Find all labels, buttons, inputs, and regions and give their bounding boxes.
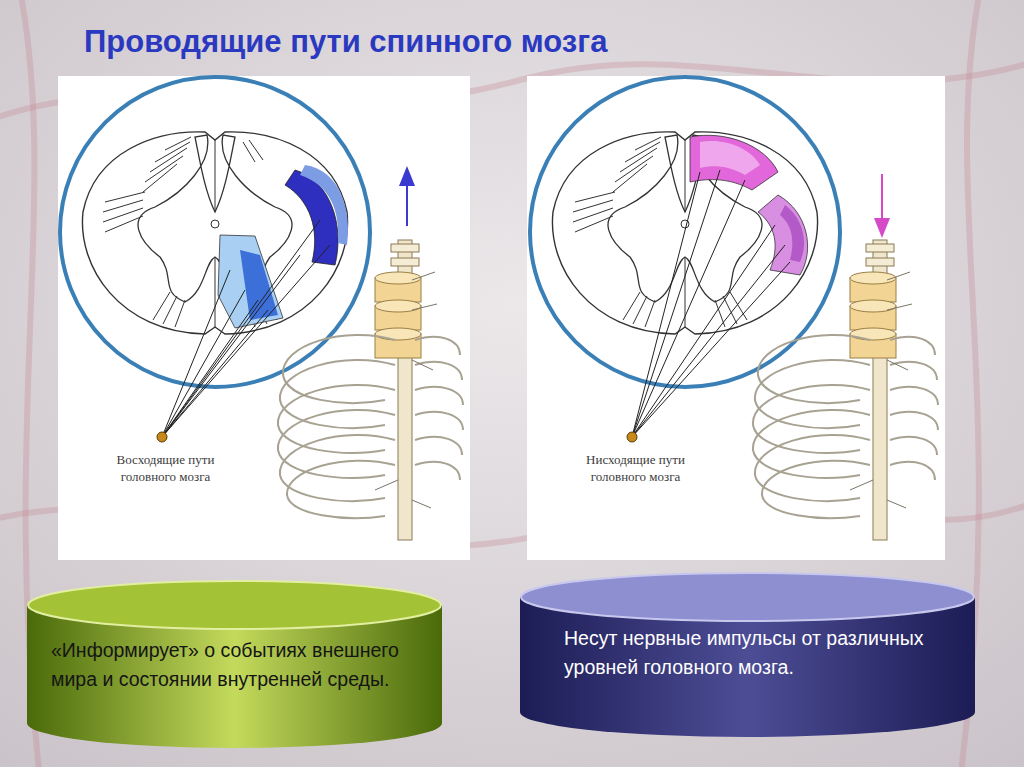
right-panel: [527, 76, 945, 560]
illustration-part: [690, 135, 778, 190]
illustration-part: [162, 220, 330, 437]
cylinder-shape: [27, 580, 442, 748]
text-area: Несут нервные импульсы от различных уров…: [520, 572, 975, 683]
illustration-part: [60, 77, 370, 387]
cylinder-top: [521, 573, 974, 621]
text-area: «Информирует» о событиях внешнего мира и…: [27, 580, 442, 695]
illustration-part: [300, 165, 348, 245]
illustration-part: [700, 141, 760, 175]
node-text: «Информирует» о событиях внешнего мира и…: [51, 636, 418, 695]
illustration-part: [406, 176, 408, 226]
illustration-part: [278, 240, 463, 540]
illustration-part: [218, 235, 283, 328]
left-panel: [58, 76, 470, 560]
fibre-lines: [162, 220, 330, 437]
node-text: Несут нервные импульсы от различных уров…: [564, 624, 935, 683]
illustration-part: [780, 205, 804, 262]
illustration-part: [632, 170, 790, 437]
cylinder-top: [28, 581, 441, 629]
figure-caption: Восходящие пути головного мозга: [88, 452, 243, 486]
cylinder-box: Несут нервные импульсы от различных уров…: [520, 572, 975, 737]
illustration-part: [157, 432, 167, 442]
illustration-part: [627, 432, 637, 442]
illustration-part: [527, 76, 945, 560]
cylinder-box: «Информирует» о событиях внешнего мира и…: [27, 580, 442, 748]
illustration-part: [758, 195, 808, 275]
figure-caption: Нисходящие пути головного мозга: [558, 452, 713, 486]
illustration-part: [881, 174, 883, 228]
illustration-part: [753, 240, 938, 540]
fibre-lines: [632, 170, 790, 437]
slide-title: Проводящие пути спинного мозга: [84, 24, 607, 60]
illustration-part: [58, 76, 470, 560]
cylinder-shape: [520, 572, 975, 737]
